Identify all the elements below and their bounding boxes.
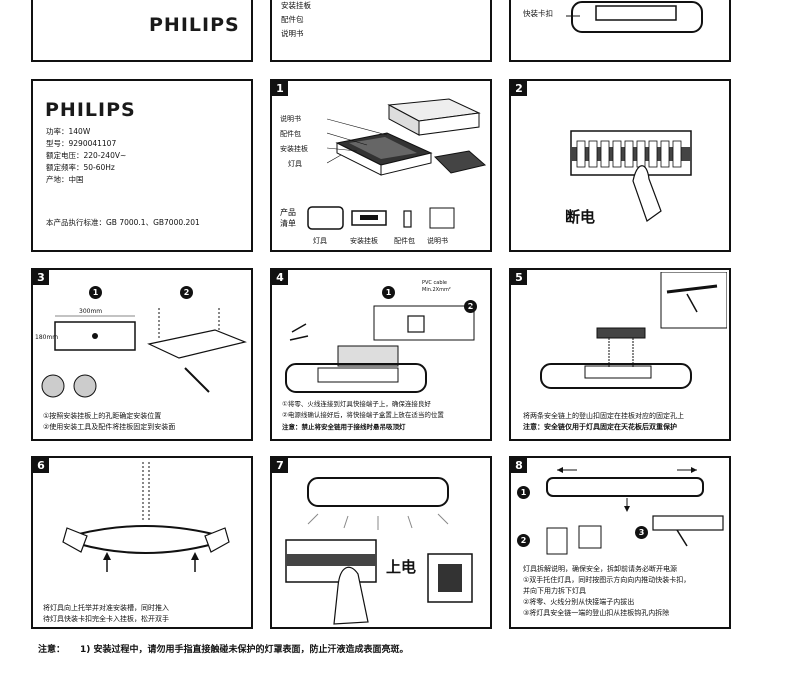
- step-1-panel: 1 说明书 配件包 安装挂板 灯具 产品 清单 灯具 安装挂板 配件包 说明书: [270, 79, 492, 252]
- step-8-line-2: ①双手托住灯具，同时按图示方向向内推动快装卡扣，: [523, 576, 691, 584]
- brand-logo: PHILIPS: [149, 14, 240, 36]
- step-7-panel: 7 上电: [270, 456, 492, 629]
- wiring-drawing: [285, 305, 475, 393]
- quick-clip-label: 快装卡扣: [523, 9, 553, 18]
- step-8-line-1: 灯具拆解说明，确保安全，拆卸前请务必断开电源: [523, 565, 677, 573]
- spec-line-origin: 产地：中国: [46, 175, 84, 184]
- step-number: 1: [272, 81, 288, 96]
- step-4-line-2: ②电源线确认接好后，将快接端子盒置上放在适当的位置: [282, 411, 444, 419]
- list-item-manual: 说明书: [427, 237, 448, 245]
- spec-brand-logo: PHILIPS: [45, 99, 136, 121]
- step-6-line-2: 待灯具快装卡扣完全卡入挂板，松开双手: [43, 615, 169, 623]
- step-number: 5: [511, 270, 527, 285]
- spec-line-frequency: 额定频率：50-60Hz: [46, 163, 115, 172]
- top-clip-panel: 快装卡扣: [509, 0, 731, 62]
- step-number: 8: [511, 458, 527, 473]
- step-circle-3: 3: [635, 526, 648, 539]
- part-label-manual: 说明书: [280, 115, 301, 123]
- product-list-label: 产品: [280, 208, 296, 217]
- spec-standard: 本产品执行标准：GB 7000.1、GB7000.201: [46, 218, 200, 227]
- step-3-line-2: ②使用安装工具及配件将挂板固定到安装面: [43, 423, 176, 431]
- step-3-line-1: ①按照安装挂板上的孔距确定安装位置: [43, 412, 162, 420]
- step-circle-2: 2: [517, 534, 530, 547]
- step-8-line-4: ②将零、火线分别从快接端子内拔出: [523, 598, 635, 606]
- step-circle-1: 1: [382, 286, 395, 299]
- part-label-accessory: 配件包: [280, 130, 301, 138]
- step-number: 7: [272, 458, 288, 473]
- step-circle-2: 2: [180, 286, 193, 299]
- step-number: 3: [33, 270, 49, 285]
- dimension-height: 180mm: [35, 334, 59, 341]
- step-6-line-1: 将灯具向上托举并对准安装槽，同时推入: [43, 604, 169, 612]
- part-label-plate: 安装挂板: [280, 145, 308, 153]
- part-label-lamp: 灯具: [288, 160, 302, 168]
- step-circle-1: 1: [89, 286, 102, 299]
- top-item-2: 说明书: [281, 29, 304, 38]
- product-list-icons: [307, 206, 455, 230]
- list-item-plate: 安装挂板: [350, 237, 378, 245]
- spec-line-model: 型号：9290041107: [46, 139, 117, 148]
- power-on-drawing: [285, 477, 473, 625]
- step-4-panel: 4 1 2 PVC cable Min.2Xmm² ①将零、火线连接到灯具快接端…: [270, 268, 492, 441]
- breaker-box-drawing: [570, 130, 692, 222]
- step-circle-1: 1: [517, 486, 530, 499]
- step-4-warning: 注意：禁止将安全链用于接线时悬吊吸顶灯: [282, 423, 406, 431]
- removal-drawing: [546, 467, 724, 555]
- list-item-accessory: 配件包: [394, 237, 415, 245]
- package-exploded-drawing: [327, 98, 487, 176]
- power-on-caption: 上电: [386, 558, 417, 576]
- top-item-1: 配件包: [281, 15, 304, 24]
- spec-line-voltage: 额定电压：220-240V~: [46, 151, 127, 160]
- top-item-0: 安装挂板: [281, 1, 311, 10]
- step-number: 6: [33, 458, 49, 473]
- step-2-panel: 2 断电: [509, 79, 731, 252]
- step-5-line-1: 将两条安全链上的登山扣固定在挂板对应的固定孔上: [523, 412, 684, 420]
- footer-note-line-1: 1) 安装过程中，请勿用手指直接触碰未保护的灯罩表面，防止汗液造成表面亮斑。: [80, 645, 409, 655]
- spec-line-power: 功率：140W: [46, 127, 91, 136]
- step-3-panel: 3 1 2 300mm 180mm ①按照安装挂板上的孔距确定安装位置 ②使用安…: [31, 268, 253, 441]
- list-item-lamp: 灯具: [313, 237, 327, 245]
- step-8-line-3: 并向下用力拆下灯具: [523, 587, 586, 595]
- step-4-line-1: ①将零、火线连接到灯具快接端子上，确保连接良好: [282, 400, 431, 408]
- power-off-caption: 断电: [565, 208, 596, 226]
- step-6-panel: 6 将灯具向上托举并对准安装槽，同时推入 待灯具快装卡扣完全卡入挂板，松开双手: [31, 456, 253, 629]
- mounting-plate-drawing: [41, 308, 247, 398]
- spec-panel: PHILIPS 功率：140W 型号：9290041107 额定电压：220-2…: [31, 79, 253, 252]
- step-8-panel: 8 1 2 3 灯具拆解说明，确保安全，拆卸前请务必断开电源 ①双手托住灯具，同…: [509, 456, 731, 629]
- step-8-line-5: ③将灯具安全链一端的登山扣从挂板钩孔内拆除: [523, 609, 670, 617]
- cable-sub: Min.2Xmm²: [422, 287, 451, 293]
- lamp-lift-drawing: [62, 462, 230, 572]
- product-list-label-2: 清单: [280, 219, 296, 228]
- quick-clip-drawing: [566, 1, 703, 33]
- dimension-width: 300mm: [79, 308, 103, 315]
- step-5-warning: 注意：安全链仅用于灯具固定在天花板后双重保护: [523, 423, 677, 431]
- cable-label: PVC cable: [422, 280, 447, 286]
- step-number: 2: [511, 81, 527, 96]
- step-number: 4: [272, 270, 288, 285]
- safety-chain-drawing: [540, 272, 727, 389]
- top-brand-panel: PHILIPS: [31, 0, 253, 62]
- footer-note-label: 注意：: [38, 645, 66, 655]
- top-list-panel: 安装挂板 配件包 说明书: [270, 0, 492, 62]
- step-5-panel: 5 将两条安全链上的登山扣固定在挂板对应的固定孔上 注意：安全链仅用于灯具固定在…: [509, 268, 731, 441]
